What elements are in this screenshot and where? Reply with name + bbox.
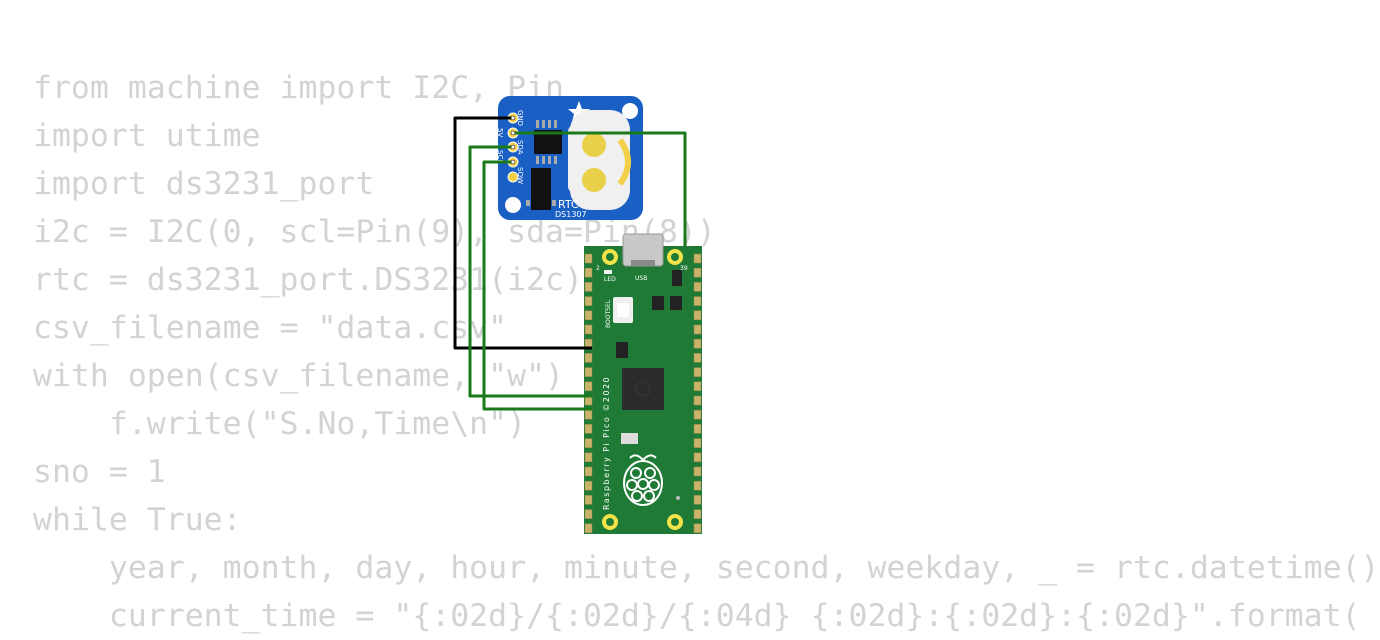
code-line: import utime [33, 118, 261, 154]
rtc-pin-label-gnd: GND [516, 110, 524, 126]
pico-right-pin [693, 296, 702, 306]
rtc-header-pins [507, 112, 519, 183]
vcc-wire [513, 131, 687, 246]
pico-left-pin [584, 495, 593, 505]
pico-right-pin [693, 480, 702, 491]
led-icon [604, 270, 612, 274]
pico-left-pin [584, 296, 593, 306]
code-line: while True: [33, 502, 242, 538]
pico-pin-label-2: 2 [596, 265, 600, 272]
pico-bootsel-label: BOOTSEL [605, 299, 612, 328]
pico-pin-rows [584, 253, 702, 534]
pico-left-pin [584, 367, 593, 377]
rtc-pin-label-5v: 5V [496, 128, 504, 137]
scl-wire [482, 160, 592, 411]
pico-right-pin [693, 523, 702, 534]
pico-left-pin [584, 466, 593, 477]
rtc-module: GND 5V SDA SCL SQW RTC DS1307 [496, 96, 643, 220]
pico-right-pin [693, 509, 702, 519]
pico-left-pin [584, 480, 593, 491]
rtc-title: RTC [558, 198, 579, 211]
code-line: rtc = ds3231_port.DS3231(i2c) [33, 262, 583, 298]
pico-left-pin [584, 509, 593, 519]
pico-right-pin [693, 409, 702, 420]
pico-led-label: LED [604, 276, 616, 283]
pico-left-pin [584, 253, 593, 264]
gnd-wire [453, 116, 592, 350]
pico-right-pin [693, 367, 702, 377]
pico-right-pin [693, 310, 702, 321]
pico-right-pin [693, 438, 702, 448]
code-line: f.write("S.No,Time\n") [33, 406, 527, 442]
pico-right-pin [693, 495, 702, 505]
code-line: sno = 1 [33, 454, 166, 490]
pico-right-pin [693, 282, 702, 292]
pico-left-pin [584, 409, 593, 420]
pico-right-pin [693, 452, 702, 463]
code-line: current_time = "{:02d}/{:02d}/{:04d} {:0… [33, 598, 1361, 634]
code-line: csv_filename = "data.csv" [33, 310, 508, 346]
pico-right-pin [693, 353, 702, 363]
pico-left-pin [584, 282, 593, 292]
raspberry-logo-icon [623, 454, 663, 506]
rtc-chip-label: DS1307 [555, 210, 587, 219]
pico-left-pin [584, 523, 593, 534]
pico-left-pin [584, 267, 593, 278]
rtc-pin-label-sqw: SQW [516, 167, 524, 184]
battery-holder-icon [568, 110, 631, 210]
rtc-pin-label-scl: SCL [496, 150, 504, 163]
pico-right-pin [693, 424, 702, 434]
pico-left-pin [584, 438, 593, 448]
code-line: year, month, day, hour, minute, second, … [33, 550, 1380, 586]
pico-left-pin [584, 324, 593, 335]
rp2040-chip-icon [622, 368, 664, 410]
pico-right-pin [693, 381, 702, 392]
wires [453, 116, 687, 411]
pico-right-pin [693, 338, 702, 349]
pico-left-pin [584, 381, 593, 392]
rtc-mount-hole [505, 197, 521, 213]
code-line: import ds3231_port [33, 166, 375, 202]
pico-right-pin [693, 267, 702, 278]
rtc-pin-label-sda: SDA [516, 140, 524, 155]
rtc-crystal [531, 168, 551, 210]
rtc-mount-hole [622, 103, 638, 119]
wiring-diagram: GND 5V SDA SCL SQW RTC DS1307 USB LED 3 [453, 96, 702, 534]
pico-name-label: Raspberry Pi Pico ©2020 [602, 376, 611, 510]
pico-left-pin [584, 310, 593, 321]
pico-board: USB LED 39 2 BOOTSEL Raspberry Pi Pico ©… [584, 233, 702, 534]
pico-right-pin [693, 324, 702, 335]
pico-left-pin [584, 424, 593, 434]
pico-right-pin [693, 395, 702, 406]
pico-left-pin [584, 452, 593, 463]
pico-right-pin [693, 253, 702, 264]
pico-pin-label-39: 39 [680, 265, 688, 272]
pico-left-pin [584, 353, 593, 363]
sda-wire [468, 145, 592, 398]
pico-usb-label: USB [635, 275, 647, 282]
pico-right-pin [693, 466, 702, 477]
